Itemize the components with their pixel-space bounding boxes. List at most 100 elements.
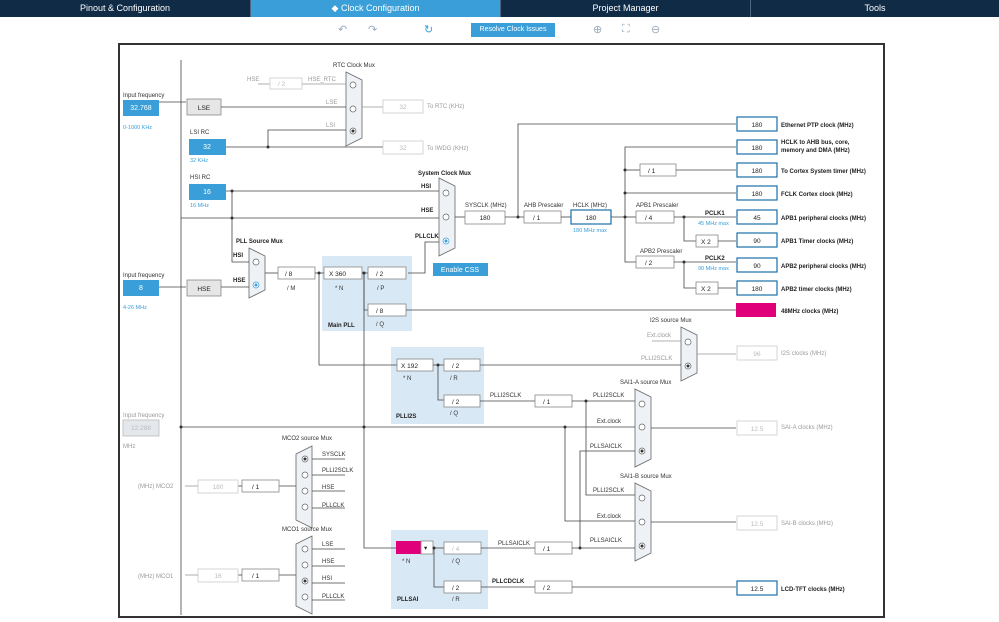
undo-icon[interactable]: ↶	[338, 24, 348, 36]
fit-screen-icon[interactable]: ⛶	[622, 23, 630, 35]
iwdg-output-value: 32	[399, 145, 407, 152]
lsi-rc-label: LSI RC	[190, 130, 210, 136]
hse-input-box[interactable]	[123, 280, 159, 296]
mco1-output-box	[197, 568, 239, 583]
svg-text:180: 180	[752, 168, 763, 175]
plli2s-n-label: * N	[403, 376, 411, 382]
rtc-lse-label: LSE	[326, 100, 337, 106]
sai-b-plli2sclk-label: PLLI2SCLK	[593, 488, 624, 494]
pllsai-label: PLLSAI	[397, 597, 419, 603]
toolbar: ↶ ↷ ↻ Resolve Clock Issues ⊕ ⛶ ⊖	[0, 17, 999, 43]
ext-mhz: MHz	[123, 444, 135, 450]
sysclk-box	[464, 210, 506, 225]
plli2s-q[interactable]	[443, 394, 481, 408]
apb2-prescaler-value: / 2	[645, 260, 653, 267]
sai-a-ext-clock-label: Ext.clock	[597, 419, 622, 425]
pll-p-value: / 2	[376, 271, 384, 278]
tab-clock-configuration[interactable]: ◆ Clock Configuration	[251, 0, 501, 17]
refresh-icon[interactable]: ↻	[424, 24, 434, 36]
svg-text:SAI-A clocks (MHz): SAI-A clocks (MHz)	[781, 425, 833, 431]
plli2s-r-value: / 2	[452, 363, 460, 370]
pll-n-value: X 360	[329, 271, 346, 278]
sai-b-ext-clock-label: Ext.clock	[597, 514, 622, 520]
svg-text:12.5: 12.5	[751, 521, 764, 528]
lcd-divider[interactable]	[534, 580, 573, 594]
mco2-output-box	[197, 479, 239, 494]
pll-src-hse-label: HSE	[233, 278, 245, 284]
zoom-in-icon[interactable]: ⊕	[593, 24, 603, 36]
svg-text:APB1 Timer clocks (MHz): APB1 Timer clocks (MHz)	[781, 239, 853, 245]
apb2-timer-mult-value: X 2	[701, 286, 711, 293]
pll-m-label: / M	[287, 286, 295, 292]
pllsai-q[interactable]	[443, 541, 482, 555]
pll-m-divider[interactable]	[277, 266, 316, 280]
apb1-prescaler[interactable]	[635, 210, 675, 224]
svg-text:HCLK to AHB bus, core,: HCLK to AHB bus, core,	[781, 140, 850, 146]
hse-block[interactable]	[186, 279, 222, 297]
pllcdclk-label: PLLCDCLK	[492, 579, 525, 585]
zoom-out-icon[interactable]: ⊖	[651, 24, 661, 36]
hsi-value-box	[189, 184, 226, 200]
sysclk-value: 180	[480, 215, 491, 222]
sai-a-plli2sclk-label: PLLI2SCLK	[593, 393, 624, 399]
apb2-prescaler[interactable]	[635, 255, 675, 269]
output-ethernet-ptp: 180 Ethernet PTP clock (MHz)	[736, 116, 854, 132]
hse-range: 4-26 MHz	[123, 305, 147, 311]
tab-project-manager[interactable]: Project Manager	[501, 0, 751, 17]
mco2-sysclk-label: SYSCLK	[322, 452, 346, 458]
ext-input-box[interactable]	[122, 419, 160, 437]
i2s-source-mux[interactable]	[680, 326, 698, 382]
svg-text:FCLK Cortex clock (MHz): FCLK Cortex clock (MHz)	[781, 192, 853, 198]
svg-text:To Cortex System timer (MHz): To Cortex System timer (MHz)	[781, 169, 866, 175]
lsi-value: 32	[203, 144, 211, 151]
clock-tab-icon: ◆	[331, 3, 341, 13]
ahb-prescaler[interactable]	[523, 210, 562, 224]
main-pll-label: Main PLL	[328, 323, 355, 329]
ahb-prescaler-label: AHB Prescaler	[524, 203, 563, 209]
mco1-divider[interactable]	[241, 568, 280, 582]
hclk-value: 180	[586, 215, 597, 222]
rtc-hse-label: HSE	[247, 77, 259, 83]
lse-input-box[interactable]	[123, 100, 159, 116]
pclk1-max: 45 MHz max	[698, 221, 729, 227]
pllsai-divider[interactable]	[534, 541, 573, 555]
to-rtc-label: To RTC (KHz)	[427, 104, 464, 110]
pllsai-n-error[interactable]	[396, 541, 421, 554]
hsi-mhz: 16 MHz	[190, 203, 209, 209]
tab-pinout[interactable]: Pinout & Configuration	[0, 0, 251, 17]
plli2s-divider[interactable]	[534, 394, 573, 408]
resolve-clock-issues-button[interactable]: Resolve Clock Issues	[471, 23, 555, 37]
sai-a-mux-label: SAI1-A source Mux	[620, 380, 671, 386]
plli2s-q-label: / Q	[450, 411, 458, 417]
mco1-label: (MHz) MCO1	[138, 574, 174, 580]
pllsai-r-label: / R	[452, 597, 460, 603]
sysclk-label: SYSCLK (MHz)	[465, 203, 507, 209]
svg-text:I2S clocks (MHz): I2S clocks (MHz)	[781, 351, 826, 357]
pll-source-mux[interactable]	[248, 247, 266, 299]
output-hclk-ahb: 180 HCLK to AHB bus, core,memory and DMA…	[736, 139, 850, 155]
redo-icon[interactable]: ↷	[368, 24, 378, 36]
sai-b-pllsaiclk-label: PLLSAICLK	[590, 538, 622, 544]
chevron-down-icon: ▾	[424, 545, 428, 552]
pll-q-divider[interactable]	[367, 303, 407, 317]
enable-css-button[interactable]	[433, 263, 488, 276]
lcd-div-value: / 2	[543, 585, 551, 592]
tab-tools[interactable]: Tools	[864, 3, 886, 13]
ext-input-value: 12.288	[131, 425, 151, 432]
lse-input-value: 32.768	[130, 105, 152, 112]
hse-rtc-prescaler[interactable]	[269, 77, 303, 90]
mco2-divider[interactable]	[241, 479, 280, 493]
mco1-source-mux[interactable]	[295, 535, 313, 615]
plli2s-r[interactable]	[443, 358, 481, 372]
mco2-div-value: / 1	[252, 484, 260, 491]
svg-text:APB2 timer clocks (MHz): APB2 timer clocks (MHz)	[781, 287, 852, 293]
pllsai-r[interactable]	[443, 580, 482, 594]
hse-block-label: HSE	[197, 286, 211, 293]
lsi-value-box	[189, 139, 226, 155]
pclk2-max: 90 MHz max	[698, 266, 729, 272]
apb2-prescaler-label: APB2 Prescaler	[640, 249, 682, 255]
pll-src-hsi-label: HSI	[233, 253, 243, 259]
svg-text:APB1 peripheral clocks (MHz): APB1 peripheral clocks (MHz)	[781, 216, 866, 222]
pll-p-divider[interactable]	[367, 266, 407, 280]
cortex-timer-divider[interactable]	[639, 163, 677, 177]
